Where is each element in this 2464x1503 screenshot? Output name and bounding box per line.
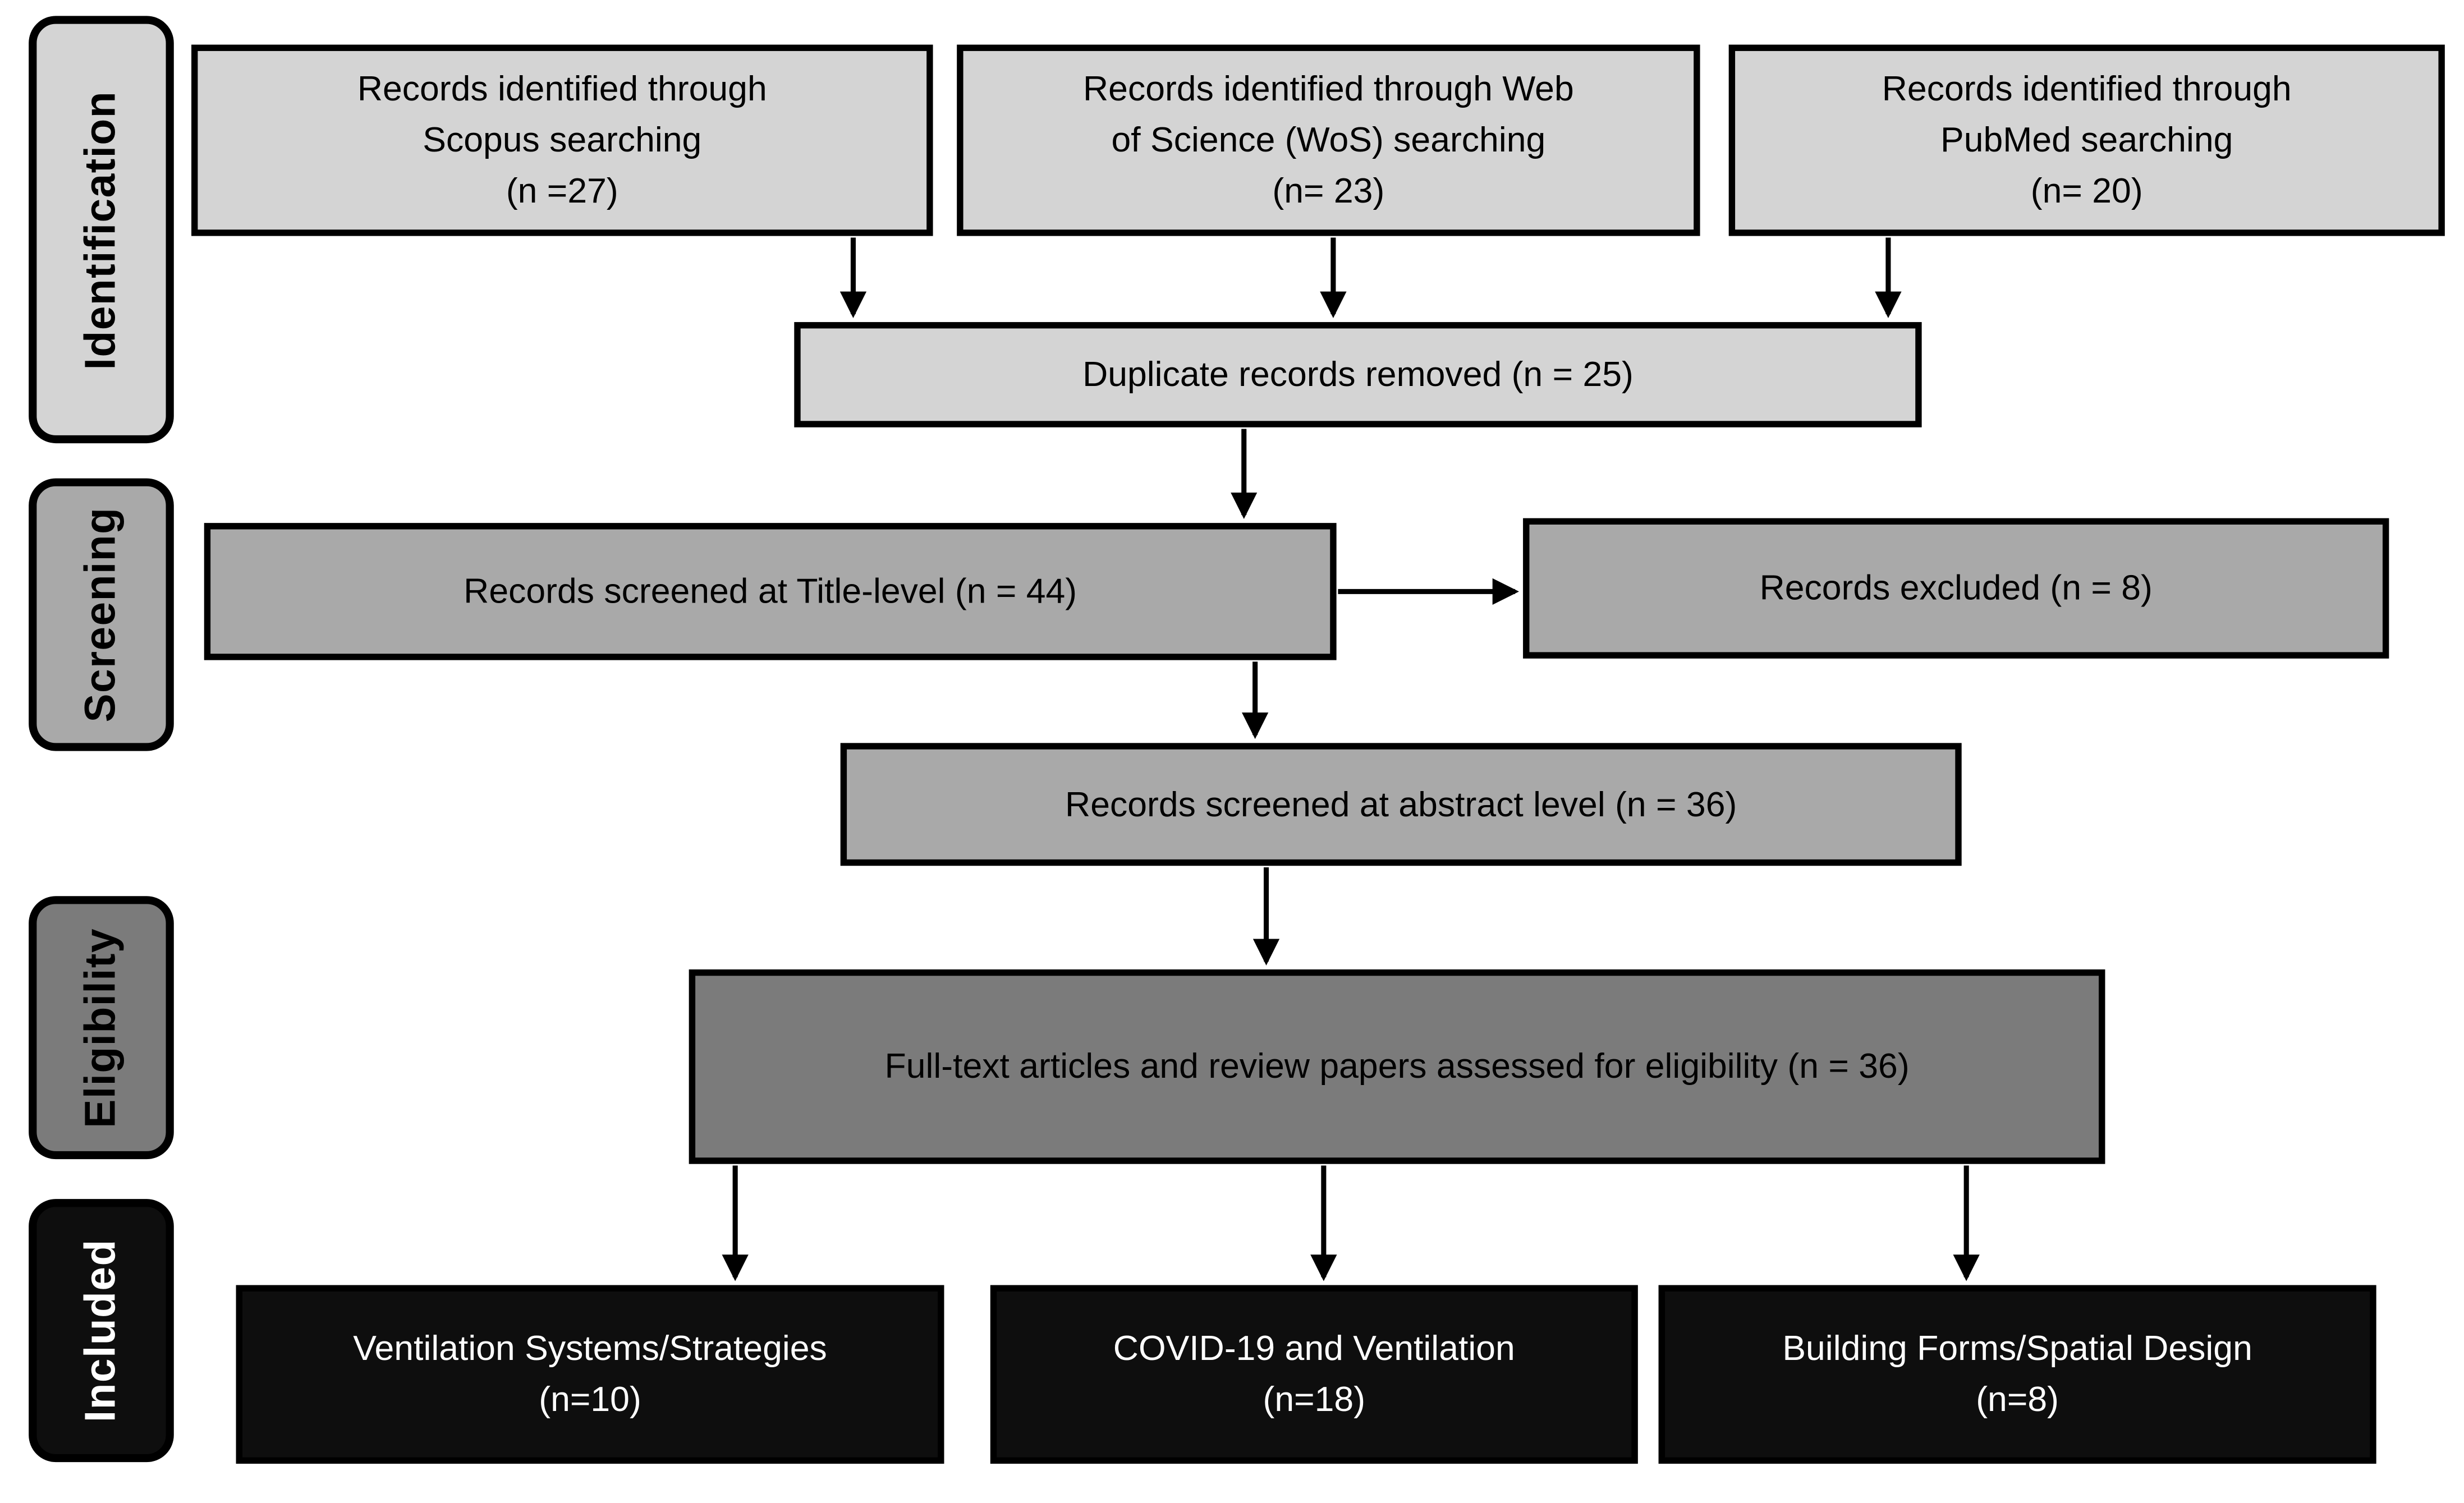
stage-eligibility-label: Eligibility	[76, 927, 125, 1128]
box-records-excluded: Records excluded (n = 8)	[1523, 518, 2389, 659]
stage-screening-label: Screening	[76, 507, 125, 723]
stage-identification: Identification	[29, 16, 174, 444]
box-building-forms: Building Forms/Spatial Design (n=8)	[1658, 1285, 2376, 1464]
box-abstract-level-screening: Records screened at abstract level (n = …	[840, 743, 1962, 866]
stage-included-label: Included	[76, 1239, 125, 1423]
stage-identification-label: Identification	[76, 90, 125, 369]
box-full-text-assessed: Full-text articles and review papers ass…	[689, 969, 2105, 1164]
box-records-wos: Records identified through Web of Scienc…	[957, 44, 1700, 236]
stage-screening: Screening	[29, 478, 174, 751]
stage-included: Included	[29, 1199, 174, 1463]
box-records-pubmed: Records identified through PubMed search…	[1728, 44, 2445, 236]
box-records-scopus: Records identified through Scopus search…	[191, 44, 933, 236]
box-duplicates-removed: Duplicate records removed (n = 25)	[794, 322, 1922, 428]
box-covid-ventilation: COVID-19 and Ventilation (n=18)	[990, 1285, 1638, 1464]
box-ventilation-systems: Ventilation Systems/Strategies (n=10)	[236, 1285, 944, 1464]
stage-eligibility: Eligibility	[29, 896, 174, 1160]
box-title-level-screening: Records screened at Title-level (n = 44)	[204, 523, 1337, 660]
